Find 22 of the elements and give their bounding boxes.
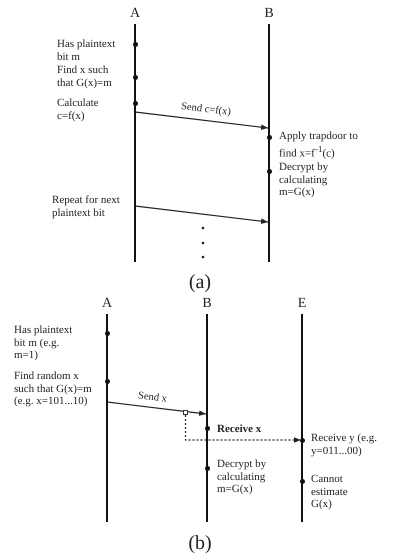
event-note: Find x such that G(x)=m xyxy=(57,64,113,89)
actor-label: A xyxy=(102,296,112,312)
event-note: Receive x xyxy=(217,423,262,436)
event-note: Calculate c=f(x) xyxy=(57,97,100,122)
event-note: Apply trapdoor to find x=f$^{-1}$(c) xyxy=(279,130,359,160)
event-note: Has plaintext bit m (e.g. m=1) xyxy=(14,324,74,362)
event-note: Has plaintext bit m xyxy=(57,38,116,63)
actor-label: B xyxy=(264,6,274,22)
actor-label: E xyxy=(297,296,307,312)
actor-label: A xyxy=(130,6,140,22)
edge-label: Send c=f(x) xyxy=(179,100,232,118)
event-note: Cannot estimate G(x) xyxy=(311,473,349,510)
actor-label: B xyxy=(202,296,212,312)
event-note: Decrypt by calculating m=G(x) xyxy=(279,161,330,198)
panel-label: (a) xyxy=(188,271,212,293)
event-note: Find random x such that G(x)=m (e.g. x=101...10) xyxy=(14,370,93,408)
panel-label: (b) xyxy=(188,532,212,554)
event-note: Receive y (e.g. y=011...00) xyxy=(311,432,378,457)
tap-point xyxy=(183,410,188,415)
edge-label: Send x xyxy=(136,390,168,405)
event-note: Repeat for next plaintext bit xyxy=(52,194,121,219)
event-note: Decrypt by calculating m=G(x) xyxy=(217,458,268,496)
